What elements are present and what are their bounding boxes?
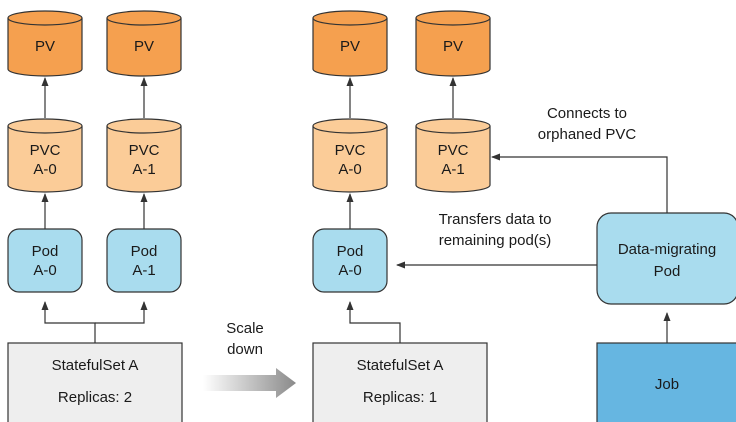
statefulset-replicas: Replicas: 1: [363, 389, 437, 406]
left-pod-a1: Pod A-1: [106, 228, 182, 293]
arrow-statefulset-to-pod: [95, 301, 148, 324]
right-pod-a0: Pod A-0: [312, 228, 388, 293]
note-transfers-line1: Transfers data to: [439, 211, 552, 228]
pod-label: Pod: [131, 243, 158, 260]
left-pvc-a0: PVC A-0: [7, 118, 83, 193]
right-statefulset: StatefulSet A Replicas: 1: [312, 342, 488, 422]
note-transfers-line2: remaining pod(s): [439, 232, 552, 249]
statefulset-replicas: Replicas: 2: [58, 389, 132, 406]
pod-id: A-0: [338, 262, 361, 279]
left-arrows: [41, 77, 148, 343]
arrow-statefulset-to-pod: [41, 301, 96, 343]
pvc-id: A-0: [33, 161, 56, 178]
pvc-id: A-1: [441, 161, 464, 178]
pv-label: PV: [340, 38, 360, 55]
pvc-label: PVC: [30, 142, 61, 159]
statefulset-title: StatefulSet A: [52, 357, 139, 374]
note-connects-line1: Connects to: [547, 105, 627, 122]
note-connects-line2: orphaned PVC: [538, 126, 637, 143]
pvc-label: PVC: [129, 142, 160, 159]
right-pvc-a1: PVC A-1: [415, 118, 491, 193]
pod-label: Pod: [337, 243, 364, 260]
pod-id: A-0: [33, 262, 56, 279]
job-label: Job: [655, 376, 679, 393]
pv-label: PV: [134, 38, 154, 55]
right-pv-a1: PV: [415, 10, 491, 77]
scale-label-line2: down: [227, 341, 263, 358]
left-pv-a1: PV: [106, 10, 182, 77]
arrow-statefulset-to-pod: [346, 301, 401, 343]
right-pv-a0: PV: [312, 10, 388, 77]
pvc-id: A-1: [132, 161, 155, 178]
arrow-migrating-pod-to-pvc: [491, 153, 668, 213]
scale-label-line1: Scale: [226, 320, 264, 337]
pvc-label: PVC: [335, 142, 366, 159]
pod-label: Pod: [32, 243, 59, 260]
pv-label: PV: [443, 38, 463, 55]
data-migrating-pod: Data-migrating Pod: [596, 212, 736, 305]
left-pod-a0: Pod A-0: [7, 228, 83, 293]
statefulset-title: StatefulSet A: [357, 357, 444, 374]
left-statefulset: StatefulSet A Replicas: 2: [7, 342, 183, 422]
left-pv-a0: PV: [7, 10, 83, 77]
right-arrows: [346, 77, 671, 343]
left-pvc-a1: PVC A-1: [106, 118, 182, 193]
pvc-id: A-0: [338, 161, 361, 178]
job: Job: [596, 342, 736, 422]
right-pvc-a0: PVC A-0: [312, 118, 388, 193]
migrating-pod-label-2: Pod: [654, 263, 681, 280]
migrating-pod-label: Data-migrating: [618, 241, 716, 258]
pv-label: PV: [35, 38, 55, 55]
scale-down-arrow: [203, 368, 296, 398]
pvc-label: PVC: [438, 142, 469, 159]
pod-id: A-1: [132, 262, 155, 279]
